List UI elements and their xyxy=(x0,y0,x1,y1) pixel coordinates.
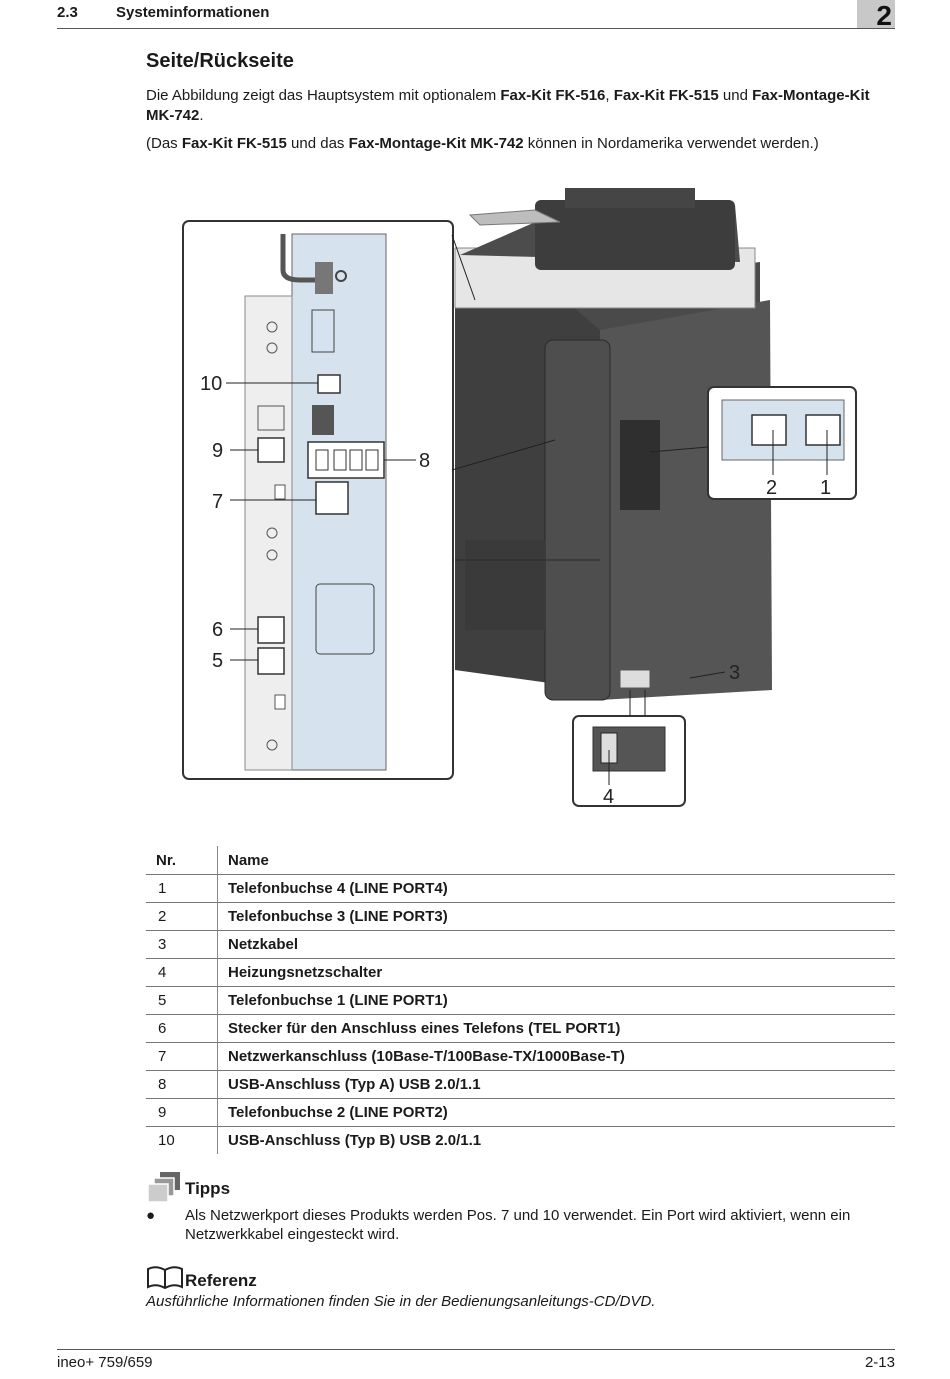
row-name: Netzwerkanschluss (10Base-T/100Base-TX/1… xyxy=(217,1042,895,1071)
tips-title: Tipps xyxy=(185,1179,231,1198)
machine-body xyxy=(454,188,772,701)
callout-2: 2 xyxy=(766,477,777,499)
row-name: Telefonbuchse 4 (LINE PORT4) xyxy=(217,874,895,903)
book-icon xyxy=(147,1266,183,1290)
note-paragraph: (Das Fax-Kit FK-515 und das Fax-Montage-… xyxy=(146,134,896,154)
row-name: Stecker für den Anschluss eines Telefons… xyxy=(217,1014,895,1043)
chapter-tab: 2 xyxy=(857,0,895,31)
row-name: Heizungsnetzschalter xyxy=(217,958,895,987)
note-bold-1: Fax-Kit FK-515 xyxy=(181,135,287,152)
callout-6: 6 xyxy=(212,619,223,641)
page-title: Seite/Rückseite xyxy=(146,50,294,72)
intro-text-4: . xyxy=(199,107,204,124)
footer-rule xyxy=(57,1349,895,1350)
intro-bold-2: Fax-Kit FK-515 xyxy=(613,87,719,104)
header-rule xyxy=(57,28,895,29)
row-name: Netzkabel xyxy=(217,930,895,959)
column-header-name: Name xyxy=(217,846,895,875)
row-name: Telefonbuchse 1 (LINE PORT1) xyxy=(217,986,895,1015)
note-text-2: und das xyxy=(286,135,349,152)
row-nr: 8 xyxy=(146,1070,218,1099)
row-nr: 2 xyxy=(146,902,218,931)
callout-3: 3 xyxy=(729,662,740,684)
fax-port-inset: 2 1 xyxy=(649,386,857,500)
reference-title: Referenz xyxy=(185,1271,257,1290)
rear-panel-inset: 10 9 7 6 5 8 xyxy=(182,220,556,780)
callout-4: 4 xyxy=(603,786,614,808)
row-name: USB-Anschluss (Typ B) USB 2.0/1.1 xyxy=(228,1132,482,1149)
note-text-1: (Das xyxy=(146,135,182,152)
intro-bold-1: Fax-Kit FK-516 xyxy=(500,87,606,104)
machine-rear-illustration: 10 9 7 6 5 8 2 1 3 4 xyxy=(182,188,857,808)
row-nr: 6 xyxy=(146,1014,218,1043)
section-header-title: Systeminformationen xyxy=(116,4,270,21)
intro-text-2: , xyxy=(605,87,614,104)
callout-9: 9 xyxy=(212,440,223,462)
chapter-number: 2 xyxy=(876,0,892,31)
intro-paragraph: Die Abbildung zeigt das Hauptsystem mit … xyxy=(146,86,896,126)
note-bold-2: Fax-Montage-Kit MK-742 xyxy=(348,135,524,152)
row-nr: 5 xyxy=(146,986,218,1015)
footer-model: ineo+ 759/659 xyxy=(57,1354,153,1371)
intro-text-3: und xyxy=(718,87,753,104)
row-name: Telefonbuchse 3 (LINE PORT3) xyxy=(217,902,895,931)
note-text-3: können in Nordamerika verwendet werden.) xyxy=(523,135,819,152)
row-nr: 7 xyxy=(146,1042,218,1071)
tips-text: Als Netzwerkport dieses Produkts werden … xyxy=(185,1207,851,1243)
intro-bold-3: Fax-Montage-Kit MK-742 xyxy=(146,87,870,124)
row-name: USB-Anschluss (Typ A) USB 2.0/1.1 xyxy=(217,1070,895,1099)
row-name: Telefonbuchse 2 (LINE PORT2) xyxy=(217,1098,895,1127)
bullet-icon: ● xyxy=(146,1207,156,1224)
row-nr: 4 xyxy=(146,958,218,987)
row-nr: 9 xyxy=(146,1098,218,1127)
row-nr: 10 xyxy=(146,1126,218,1154)
section-number: 2.3 xyxy=(57,4,78,21)
callout-7: 7 xyxy=(212,491,223,513)
table-row: 10 USB-Anschluss (Typ B) USB 2.0/1.1 xyxy=(146,1126,895,1154)
reference-text: Ausführliche Informationen finden Sie in… xyxy=(146,1293,656,1310)
callout-10: 10 xyxy=(200,373,222,395)
heater-switch-inset: 4 xyxy=(572,690,686,808)
tips-icon xyxy=(147,1172,180,1203)
callout-1: 1 xyxy=(820,477,831,499)
row-nr: 3 xyxy=(146,930,218,959)
callout-5: 5 xyxy=(212,650,223,672)
footer-page-number: 2-13 xyxy=(864,1354,895,1371)
row-nr: 1 xyxy=(146,874,218,903)
callout-8: 8 xyxy=(419,450,430,472)
table-header-row: Nr. Name xyxy=(146,846,895,875)
column-header-nr: Nr. xyxy=(146,846,218,875)
usb-a-ports xyxy=(307,441,385,479)
intro-text-1: Die Abbildung zeigt das Hauptsystem mit … xyxy=(146,87,501,104)
